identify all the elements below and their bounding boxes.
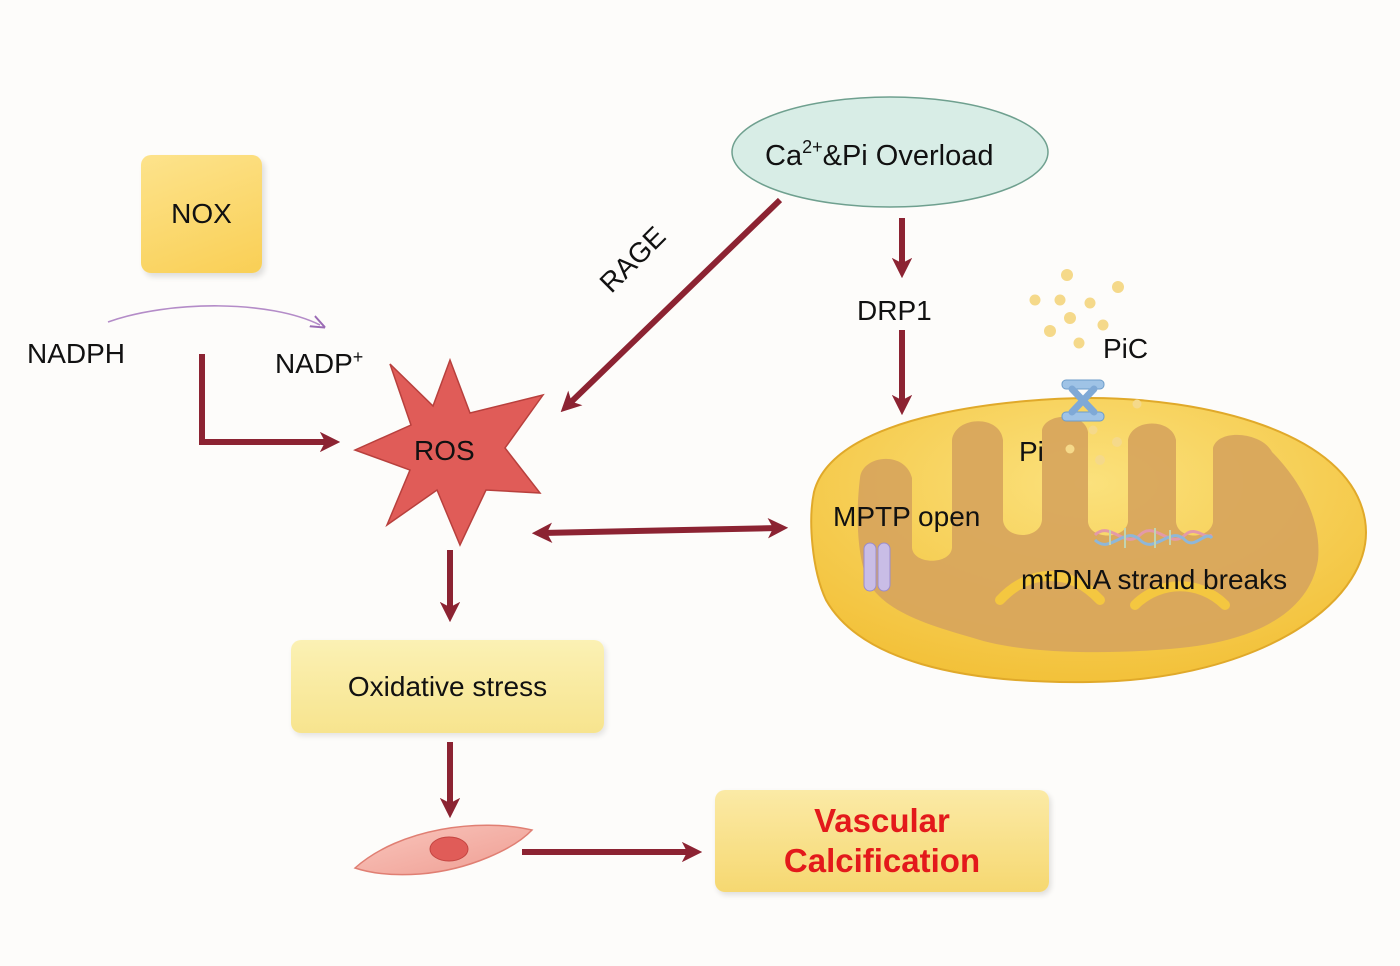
ca-pi-overload-ellipse (731, 96, 1049, 208)
mptp-open-label: MPTP open (833, 501, 981, 532)
mitochondrion (810, 396, 1367, 684)
drp1-label: DRP1 (857, 295, 932, 326)
nox-label: NOX (171, 198, 232, 229)
ros-star-icon (353, 357, 545, 547)
vascular-calcification-box: Vascular Calcification (715, 790, 1049, 892)
nadph-label: NADPH (27, 338, 126, 369)
pi-label: Pi (1019, 436, 1044, 467)
ros-mitochondrion-bidirectional-arrow (531, 518, 789, 543)
ca-pi-overload-label: Ca2+&Pi Overload (765, 137, 994, 172)
pic-transporter-icon (1061, 379, 1105, 422)
ros-label: ROS (414, 435, 475, 466)
dna-helix-icon (1093, 528, 1214, 548)
nox-box: NOX (141, 155, 262, 273)
smooth-muscle-cell-icon (353, 824, 534, 876)
calcification-label: Calcification (783, 842, 981, 879)
pic-label: PiC (1103, 333, 1149, 364)
oxidative-stress-box: Oxidative stress (291, 640, 604, 733)
nadp-plus-label: NADP+ (275, 347, 364, 379)
nadph-conversion-arrow (107, 305, 320, 325)
vascular-label: Vascular (814, 801, 950, 839)
nox-to-ros-arrow (199, 354, 341, 453)
rage-arrow (560, 197, 783, 413)
phosphate-dots-icon (1029, 269, 1142, 465)
oxidative-stress-label: Oxidative stress (347, 670, 548, 702)
mtdna-breaks-label: mtDNA strand breaks (1021, 564, 1288, 595)
mptp-channel-icon (863, 542, 891, 592)
